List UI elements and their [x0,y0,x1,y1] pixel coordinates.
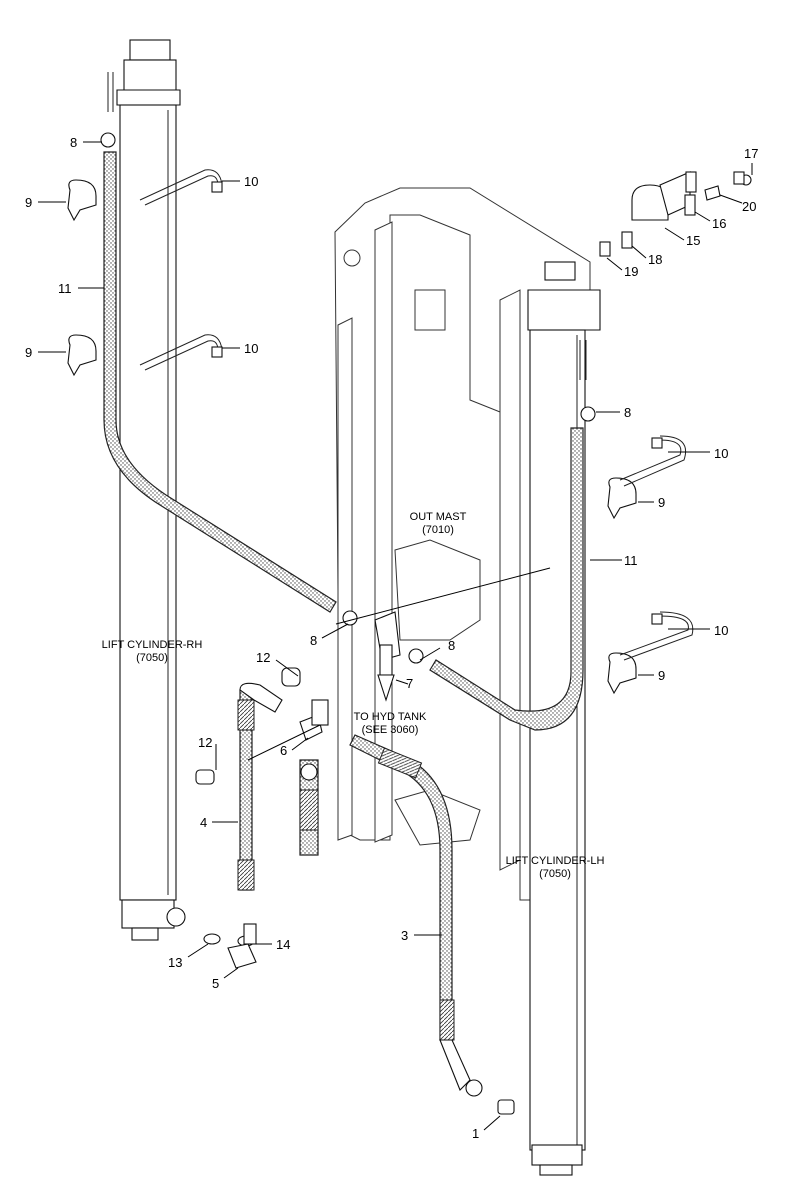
callout-9: 9 [658,668,665,683]
callout-14: 14 [276,937,290,952]
callout-numbers: 8 9 10 11 9 10 17 20 16 15 18 19 8 10 9 … [25,135,758,1141]
out-mast-ref: (7010) [422,524,454,536]
lift-cylinder-lh-ref: (7050) [539,868,571,880]
lift-cylinder-rh-label: LIFT CYLINDER-RH [102,639,203,651]
callout-12: 12 [198,735,212,750]
hose-3 [349,734,483,1097]
hose-4 [237,682,283,891]
callout-16: 16 [712,216,726,231]
callout-10: 10 [244,341,258,356]
hyd-tank-label: TO HYD TANK [354,711,427,723]
callout-8: 8 [310,633,317,648]
callout-12: 12 [256,650,270,665]
callout-8: 8 [624,405,631,420]
callout-17: 17 [744,146,758,161]
callout-20: 20 [742,199,756,214]
callout-13: 13 [168,955,182,970]
bracket-assembly [599,171,752,257]
callout-11: 11 [58,281,72,296]
callout-3: 3 [401,928,408,943]
callout-18: 18 [648,252,662,267]
lift-cylinder-rh-ref: (7050) [136,652,168,664]
callout-19: 19 [624,264,638,279]
callout-9: 9 [658,495,665,510]
hyd-tank-ref: (SEE 3060) [362,724,419,736]
callout-7: 7 [406,676,413,691]
callout-10: 10 [714,446,728,461]
callout-10: 10 [714,623,728,638]
callout-1: 1 [472,1126,479,1141]
text-labels: OUT MAST (7010) LIFT CYLINDER-RH (7050) … [102,511,605,880]
callout-5: 5 [212,976,219,991]
cable-ties [139,169,694,661]
leader-lines [38,141,753,1131]
lift-cylinder-lh-label: LIFT CYLINDER-LH [506,855,605,867]
callout-6: 6 [280,743,287,758]
callout-9: 9 [25,345,32,360]
callout-9: 9 [25,195,32,210]
callout-15: 15 [686,233,700,248]
return-hose-left [103,151,337,613]
callout-4: 4 [200,815,207,830]
callout-10: 10 [244,174,258,189]
return-hose-right [429,427,584,731]
callout-8: 8 [448,638,455,653]
out-mast-label: OUT MAST [410,511,467,523]
callout-11: 11 [624,553,638,568]
clamps [67,179,637,695]
callout-8: 8 [70,135,77,150]
tank-line [299,759,319,856]
